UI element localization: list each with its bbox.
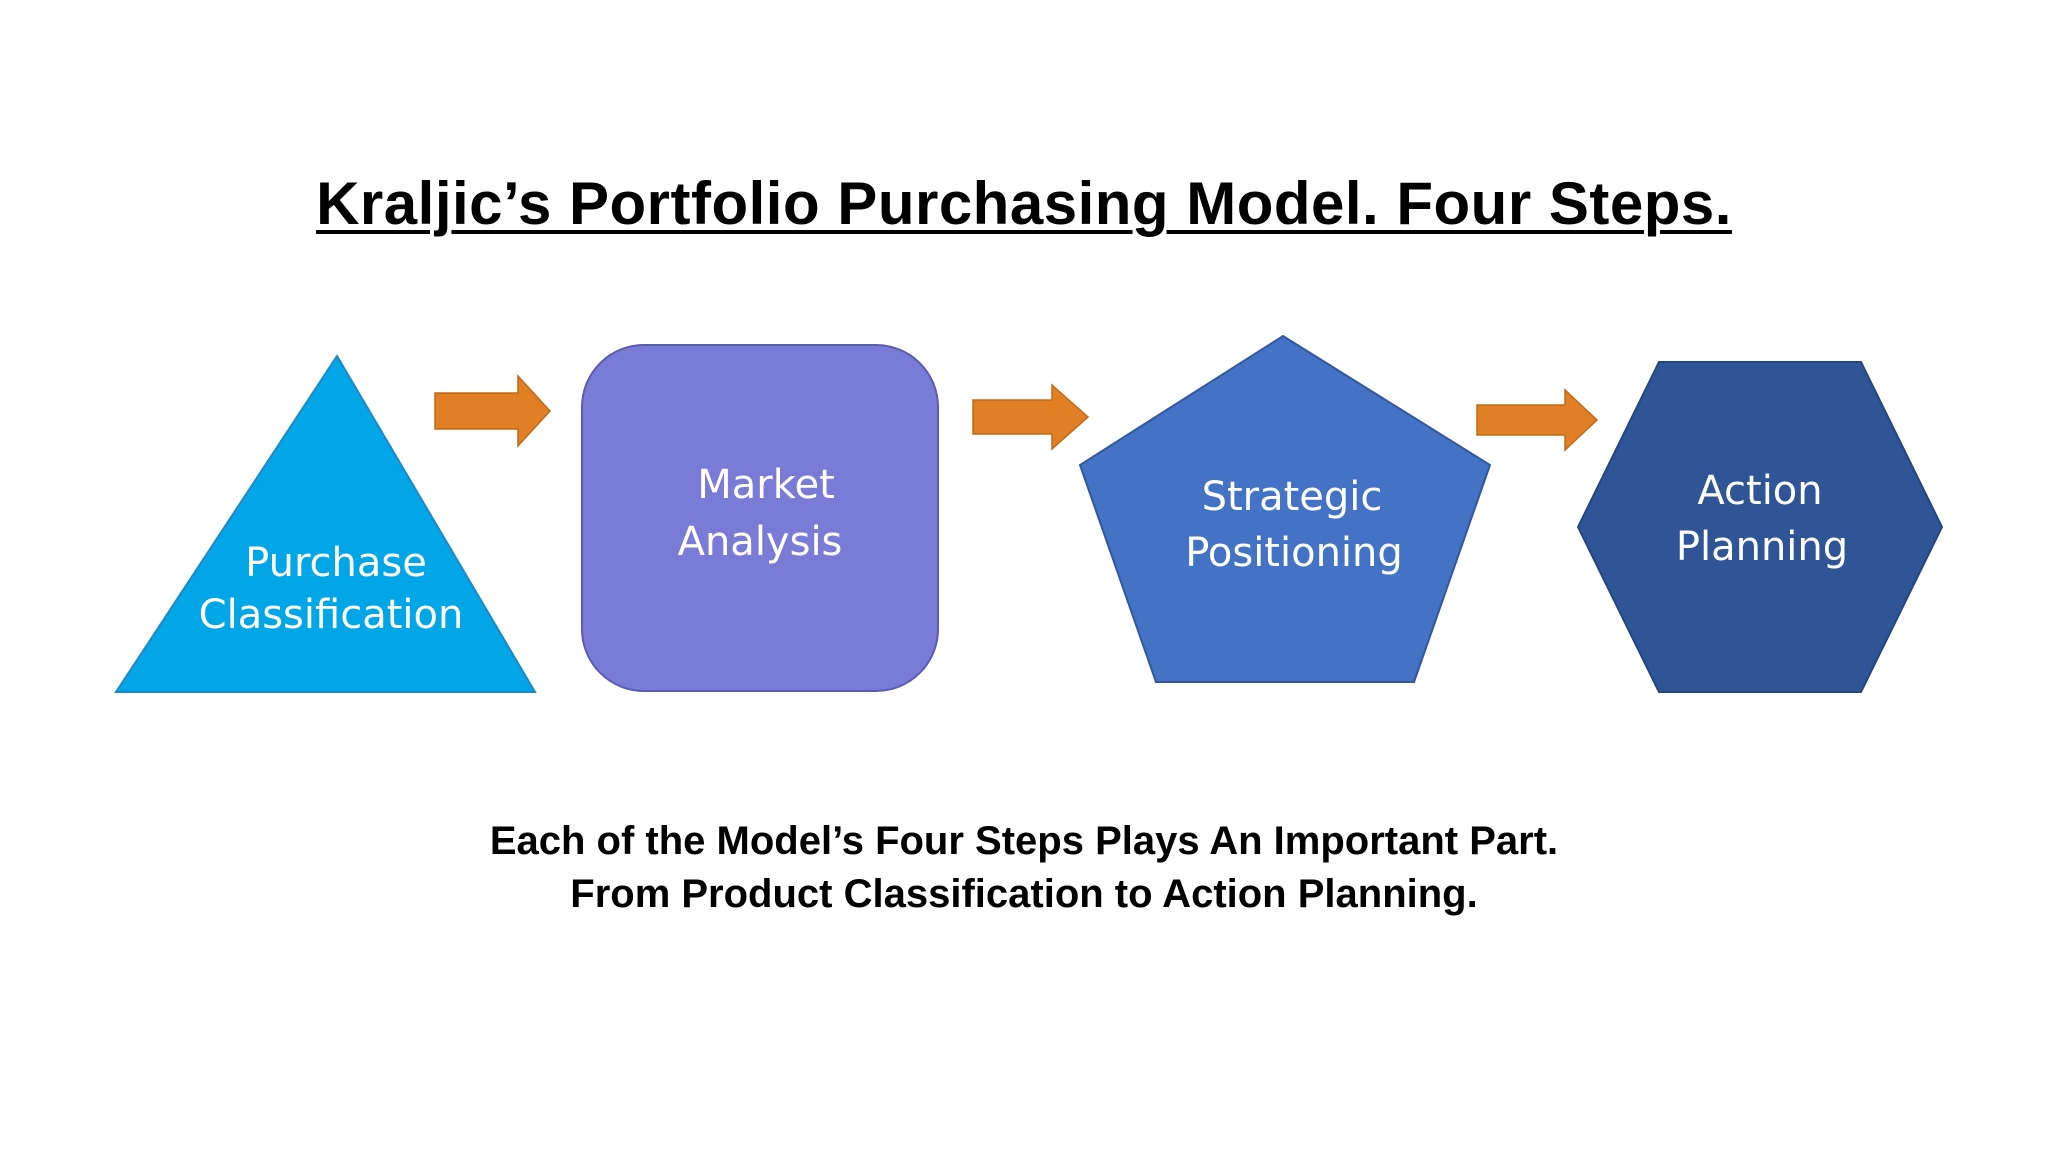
step-strategic-positioning: Strategic Positioning	[1078, 334, 1492, 683]
step-label-line-1: Purchase	[245, 540, 427, 586]
page-title: Kraljic’s Portfolio Purchasing Model. Fo…	[0, 168, 2048, 240]
arrow-right-icon	[434, 374, 552, 448]
step-label-line-1: Action	[1697, 468, 1822, 514]
hexagon-shape	[1576, 361, 1944, 693]
caption-line-1: Each of the Model’s Four Steps Plays An …	[489, 819, 1559, 863]
triangle-shape	[114, 354, 537, 693]
step-label-line-2: Positioning	[1185, 530, 1403, 576]
page-title-text: Kraljic’s Portfolio Purchasing Model. Fo…	[316, 170, 1732, 237]
caption: Each of the Model’s Four Steps Plays An …	[0, 815, 2048, 921]
rounded-square-shape	[581, 344, 939, 692]
arrow-right-icon	[1476, 388, 1599, 452]
step-label-line-2: Classification	[199, 592, 464, 638]
step-label-line-1: Strategic	[1202, 474, 1383, 520]
step-label-line-2: Planning	[1676, 524, 1848, 570]
step-market-analysis: Market Analysis	[581, 344, 939, 692]
step-action-planning: Action Planning	[1576, 361, 1944, 693]
caption-line-2: From Product Classification to Action Pl…	[570, 872, 1478, 916]
step-label-line-1: Market	[697, 462, 835, 508]
arrow-right-icon	[972, 383, 1090, 451]
step-purchase-classification: Purchase Classification	[114, 354, 537, 693]
pentagon-shape	[1078, 334, 1492, 683]
step-label-line-2: Analysis	[678, 519, 843, 565]
